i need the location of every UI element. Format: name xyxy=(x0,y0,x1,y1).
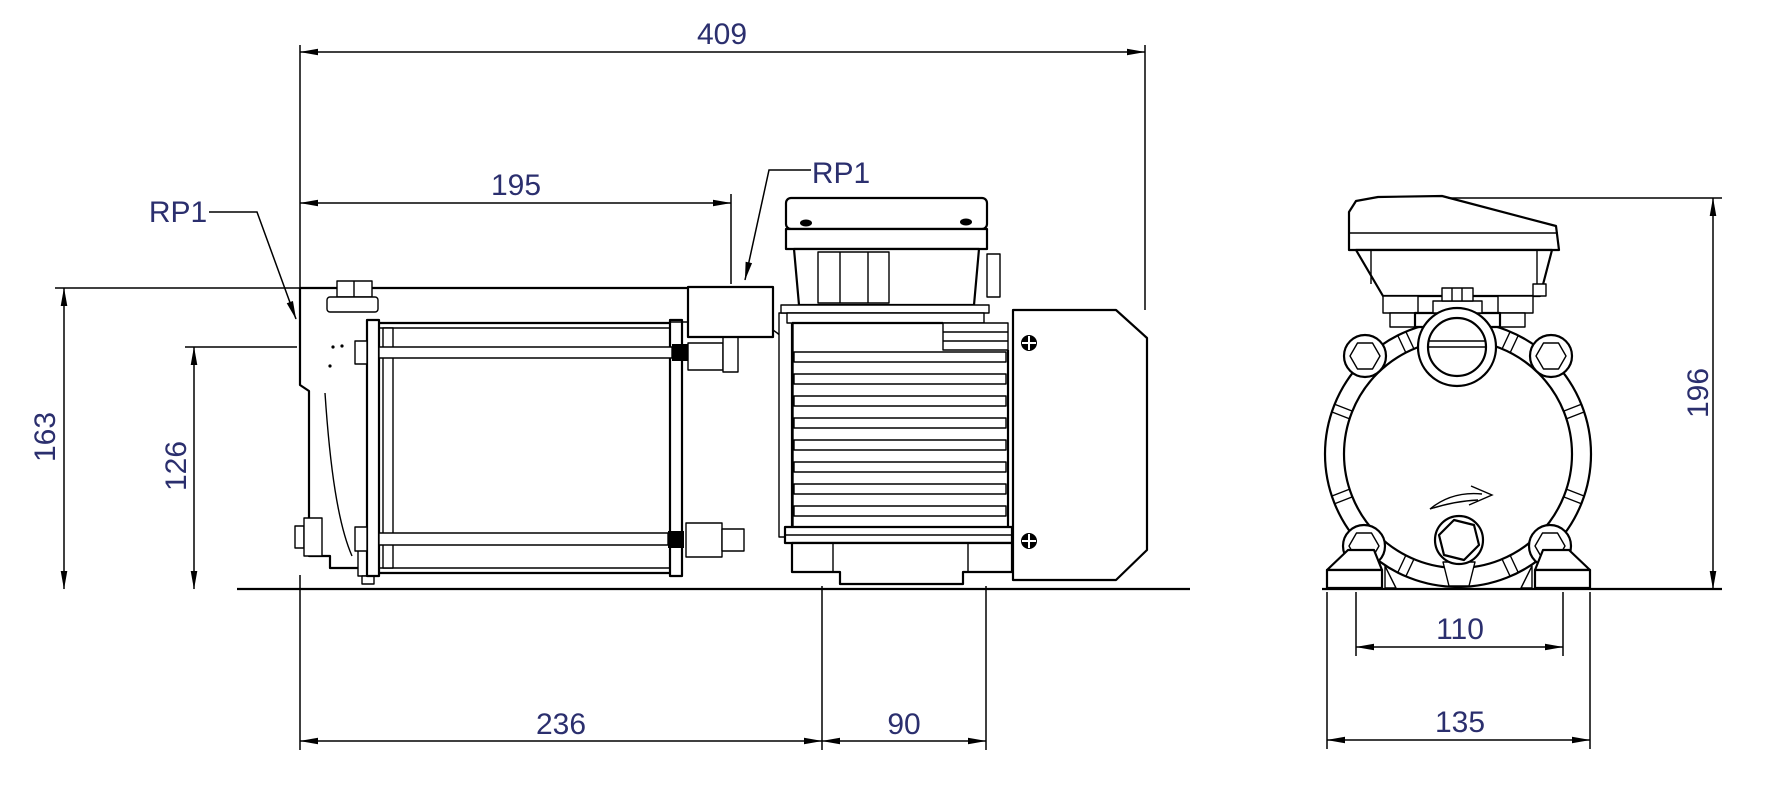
inlet-port-label: RP1 xyxy=(149,196,207,229)
terminal-box-front xyxy=(1347,194,1561,298)
motor-foot xyxy=(790,541,1014,586)
dim-pump-base-length-label: 236 xyxy=(536,708,586,741)
terminal-box xyxy=(784,196,1001,307)
casing-ribs xyxy=(1331,331,1585,577)
dim-total-height-label: 163 xyxy=(29,412,62,462)
dim-inlet-height-label: 126 xyxy=(160,441,193,491)
discharge-port-front xyxy=(1382,287,1534,388)
motor-outline xyxy=(778,196,1149,586)
front-view: 196 110 135 xyxy=(1322,194,1722,749)
dim-foot-width-label: 135 xyxy=(1435,706,1485,739)
dim-foot-hole-spacing-label: 110 xyxy=(1436,613,1484,646)
screw-icon xyxy=(1021,335,1037,351)
side-view: 409 195 163 126 236 90 RP1 xyxy=(29,18,1190,750)
side-view-dimensions: 409 195 163 126 236 90 RP1 xyxy=(29,18,1146,750)
dim-overall-length-label: 409 xyxy=(697,18,747,51)
rotation-direction-arrow-icon xyxy=(1429,485,1494,510)
dim-front-height-label: 196 xyxy=(1682,368,1715,418)
pump-casing-outline xyxy=(294,280,794,585)
front-feet xyxy=(1325,548,1592,590)
tie-rods xyxy=(354,340,688,552)
discharge-port-label: RP1 xyxy=(812,157,870,190)
motor-fins xyxy=(783,321,1014,545)
dim-motor-foot-length-label: 90 xyxy=(887,708,920,741)
front-view-dimensions: 196 110 135 xyxy=(1326,197,1722,749)
dim-inlet-to-discharge-label: 195 xyxy=(491,169,541,202)
stage-barrel xyxy=(365,318,684,578)
vent-plug xyxy=(326,280,379,313)
screw-icon xyxy=(1021,533,1037,549)
fan-cover xyxy=(1011,308,1149,582)
drain-plug xyxy=(1433,514,1485,587)
discharge-port xyxy=(670,285,794,358)
